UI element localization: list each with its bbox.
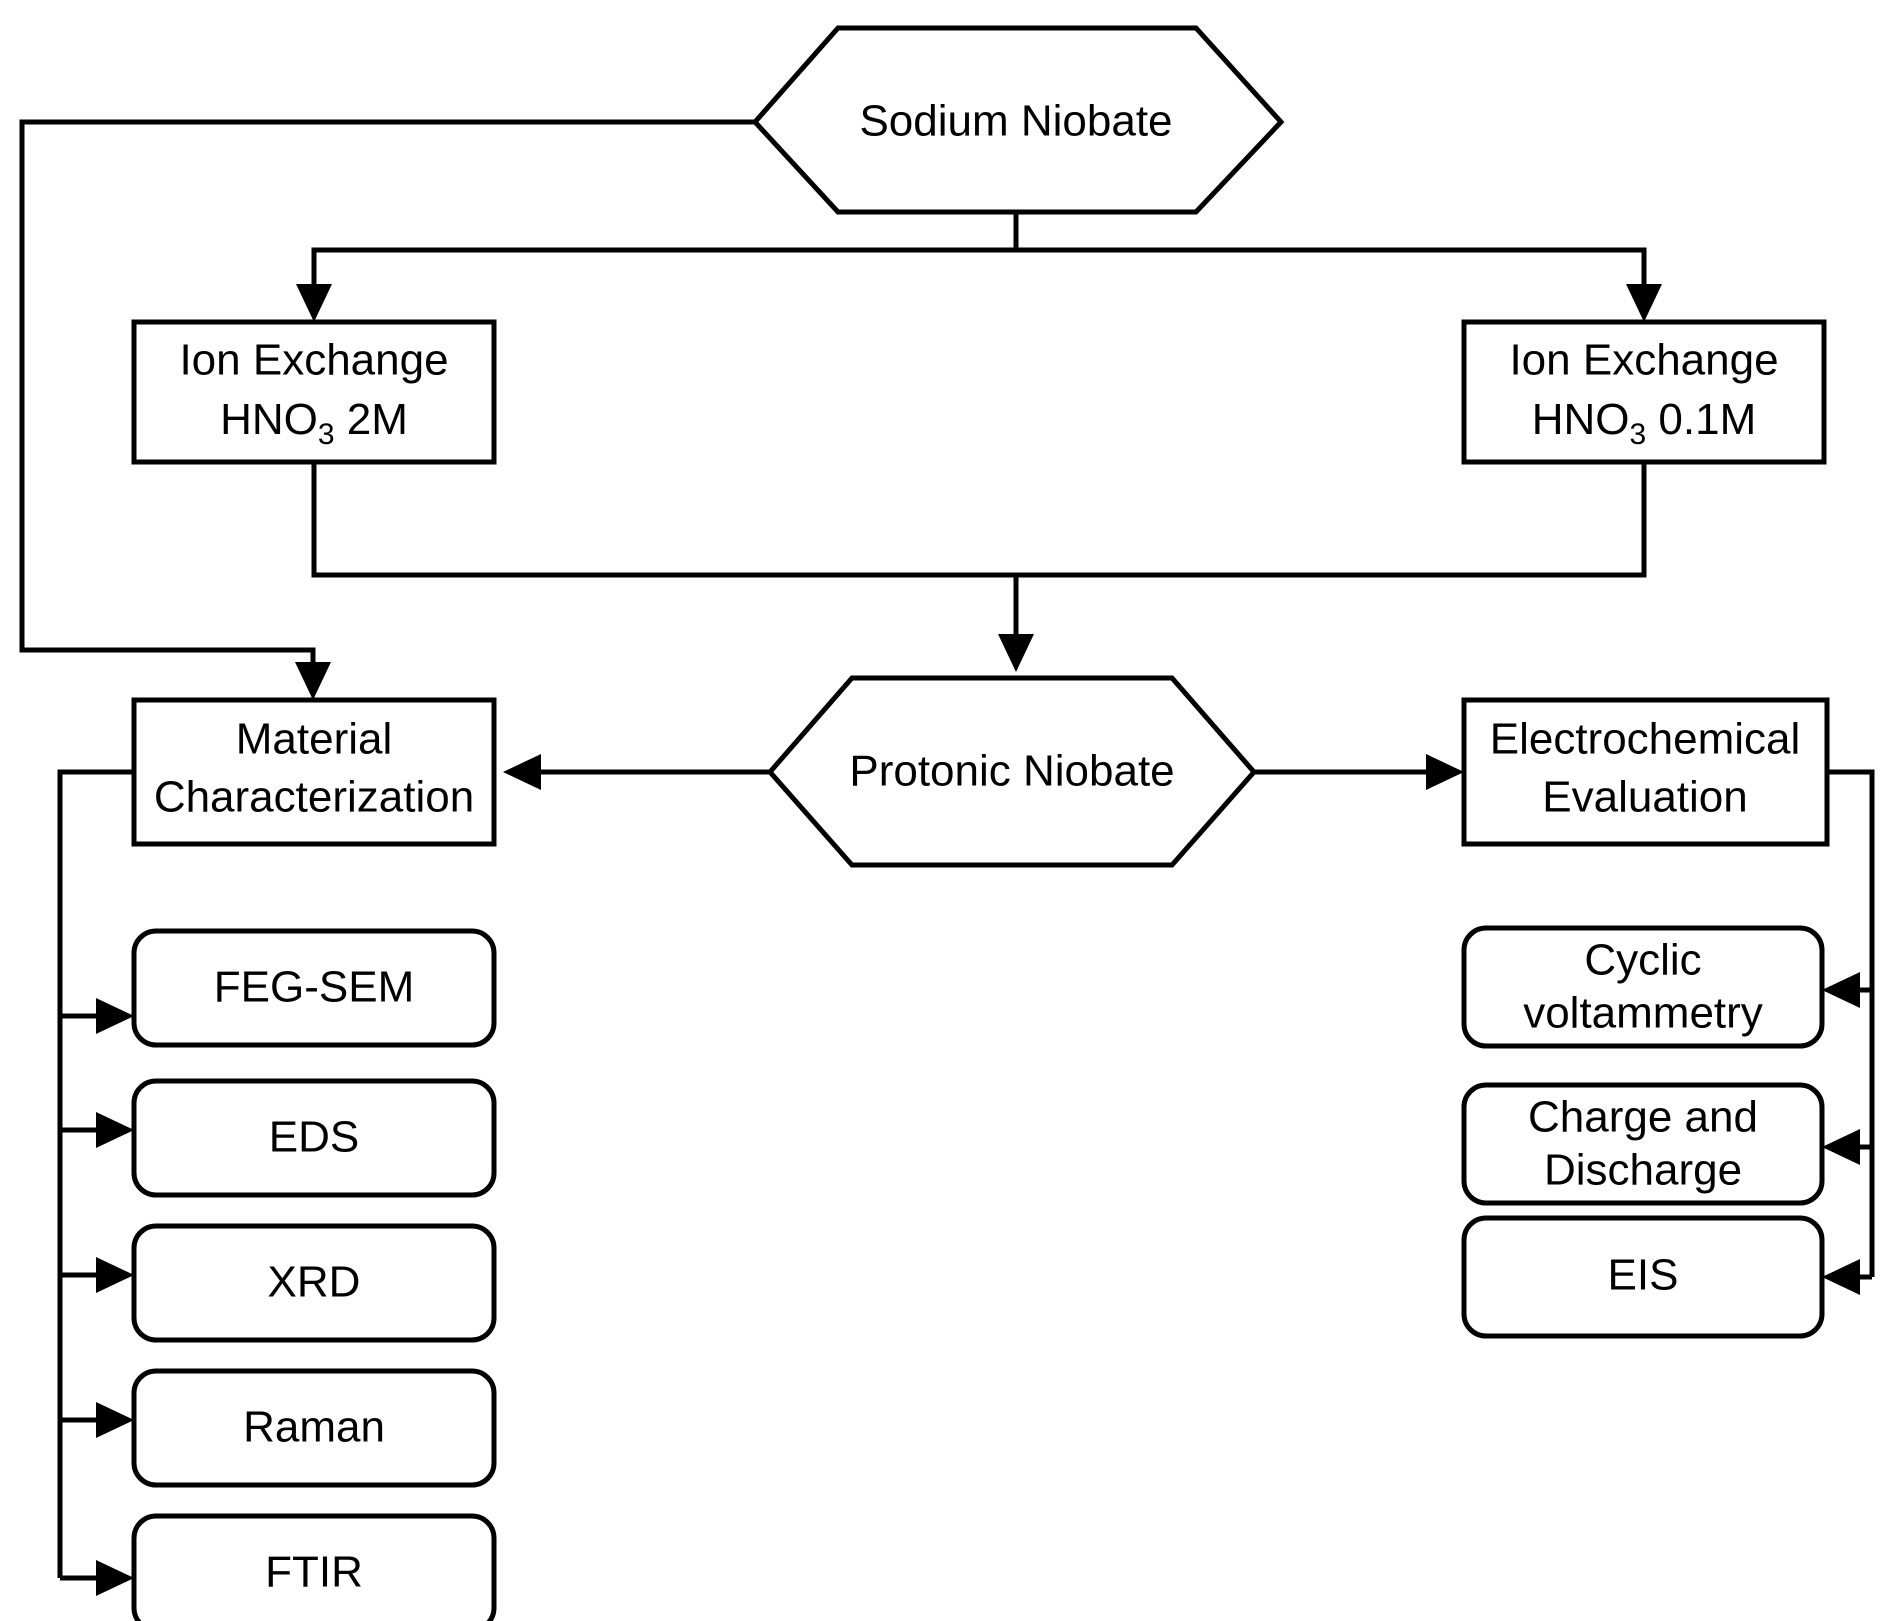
ftir-box xyxy=(131,1513,497,1621)
eis-label: EIS xyxy=(1608,1251,1679,1300)
technique-box-ftir[interactable]: FTIR xyxy=(131,1513,497,1621)
arrow-head-to-eis xyxy=(1822,1259,1860,1295)
protonic-niobate-label: Protonic Niobate xyxy=(849,747,1174,796)
arrow-head-sodium-to-ie01m xyxy=(1626,284,1662,322)
cyclic-voltammetry-line2: voltammetry xyxy=(1523,989,1763,1038)
feg-sem-box xyxy=(131,928,497,1048)
xrd-label: XRD xyxy=(268,1258,361,1307)
electrochemical-evaluation-line2: Evaluation xyxy=(1542,773,1747,822)
edge-sodium-to-ion-exchange-2m xyxy=(311,212,1019,310)
xrd-box xyxy=(131,1223,497,1343)
arrow-head-to-eds xyxy=(96,1112,134,1148)
technique-box-eds[interactable]: EDS xyxy=(131,1078,497,1198)
technique-box-raman[interactable]: Raman xyxy=(131,1368,497,1488)
technique-box-cyclic-voltammetry[interactable]: Cyclic voltammetry xyxy=(1461,925,1825,1049)
arrow-head-to-charge-discharge xyxy=(1822,1129,1860,1165)
ion-exchange-2m-line1: Ion Exchange xyxy=(179,336,448,385)
arrow-head-to-ftir xyxy=(96,1560,134,1596)
sodium-niobate-hexagon xyxy=(751,25,1285,215)
arrow-head-to-protonic xyxy=(998,634,1034,672)
ion-exchange-01m-molarity: 0.1M xyxy=(1646,395,1756,444)
charge-discharge-box xyxy=(1461,1082,1825,1206)
technique-box-feg-sem[interactable]: FEG-SEM xyxy=(131,928,497,1048)
node-ion-exchange-2m[interactable]: Ion Exchange HNO3 2M xyxy=(131,319,497,465)
arrow-head-to-cyclic-voltammetry xyxy=(1822,972,1860,1008)
cyclic-voltammetry-box xyxy=(1461,925,1825,1049)
node-protonic-niobate[interactable]: Protonic Niobate xyxy=(766,675,1258,868)
ion-exchange-01m-line2: HNO3 0.1M xyxy=(1532,395,1757,451)
node-material-characterization[interactable]: Material Characterization xyxy=(131,697,497,847)
technique-box-charge-discharge[interactable]: Charge and Discharge xyxy=(1461,1082,1825,1206)
feg-sem-label: FEG-SEM xyxy=(214,963,414,1012)
arrow-head-to-xrd xyxy=(96,1257,134,1293)
raman-label: Raman xyxy=(243,1403,385,1452)
ion-exchange-01m-box xyxy=(1461,319,1827,465)
edge-sodium-to-ion-exchange-01m xyxy=(1016,247,1647,310)
technique-box-eis[interactable]: EIS xyxy=(1461,1215,1825,1339)
arrow-head-sodium-to-material xyxy=(295,662,331,700)
electrochemical-evaluation-box xyxy=(1461,697,1830,847)
ion-exchange-2m-molarity: 2M xyxy=(335,395,408,444)
eds-box xyxy=(131,1078,497,1198)
technique-box-xrd[interactable]: XRD xyxy=(131,1223,497,1343)
edge-material-left-bus xyxy=(57,769,134,1578)
ion-exchange-2m-subscript: 3 xyxy=(318,418,335,451)
material-characterization-box xyxy=(131,697,497,847)
ion-exchange-01m-subscript: 3 xyxy=(1630,418,1647,451)
arrow-head-protonic-to-material xyxy=(503,754,541,790)
arrow-head-to-raman xyxy=(96,1402,134,1438)
ion-exchange-2m-formula: HNO xyxy=(220,395,318,444)
charge-discharge-line1: Charge and xyxy=(1528,1093,1758,1142)
charge-discharge-line2: Discharge xyxy=(1544,1146,1742,1195)
ion-exchange-2m-box xyxy=(131,319,497,465)
edge-ie01m-to-protonic xyxy=(1016,462,1647,578)
arrow-head-to-feg-sem xyxy=(96,998,134,1034)
eis-box xyxy=(1461,1215,1825,1339)
arrow-head-protonic-to-electrochemical xyxy=(1426,754,1464,790)
eds-label: EDS xyxy=(269,1113,359,1162)
cyclic-voltammetry-line1: Cyclic xyxy=(1584,936,1701,985)
protonic-niobate-hexagon xyxy=(766,675,1258,868)
node-sodium-niobate[interactable]: Sodium Niobate xyxy=(751,25,1285,215)
node-ion-exchange-01m[interactable]: Ion Exchange HNO3 0.1M xyxy=(1461,319,1827,465)
ion-exchange-2m-line2: HNO3 2M xyxy=(220,395,408,451)
ion-exchange-01m-formula: HNO xyxy=(1532,395,1630,444)
arrow-head-sodium-to-ie2m xyxy=(296,284,332,322)
material-characterization-line1: Material xyxy=(236,715,393,764)
electrochemical-evaluation-line1: Electrochemical xyxy=(1490,715,1801,764)
ftir-label: FTIR xyxy=(265,1548,363,1597)
edge-electrochemical-right-bus xyxy=(1827,769,1875,1277)
sodium-niobate-label: Sodium Niobate xyxy=(859,97,1172,146)
raman-box xyxy=(131,1368,497,1488)
edge-ie2m-to-protonic xyxy=(311,462,1019,660)
material-characterization-line2: Characterization xyxy=(154,773,474,822)
node-electrochemical-evaluation[interactable]: Electrochemical Evaluation xyxy=(1461,697,1830,847)
ion-exchange-01m-line1: Ion Exchange xyxy=(1509,336,1778,385)
